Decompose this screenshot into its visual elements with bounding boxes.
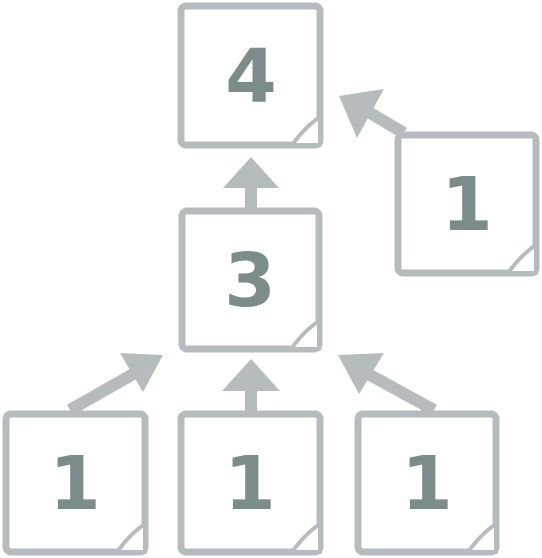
card-bottom-center-number: 1 [224,441,276,527]
arrow-bottom-right-to-middle [338,353,437,416]
page-curl-icon [290,115,322,147]
card-middle: 3 [178,207,323,353]
card-bottom-center: 1 [177,410,324,556]
arrow-right-to-top [339,89,408,139]
arrow-bottom-center-to-middle [222,359,280,413]
page-curl-icon [506,243,538,275]
arrow-middle-to-top [223,157,279,209]
card-bottom-right: 1 [354,410,500,556]
card-top-number: 4 [225,34,277,120]
card-right: 1 [394,131,540,277]
card-bottom-left-number: 1 [49,441,101,527]
card-bottom-left: 1 [2,410,149,556]
page-curl-icon [290,522,322,554]
card-top: 4 [177,2,324,149]
page-curl-icon [115,522,147,554]
arrow-bottom-left-to-middle [67,353,163,416]
card-bottom-right-number: 1 [401,441,453,527]
page-curl-icon [289,319,321,351]
card-middle-number: 3 [224,238,276,324]
card-right-number: 1 [441,162,493,248]
page-curl-icon [466,522,498,554]
